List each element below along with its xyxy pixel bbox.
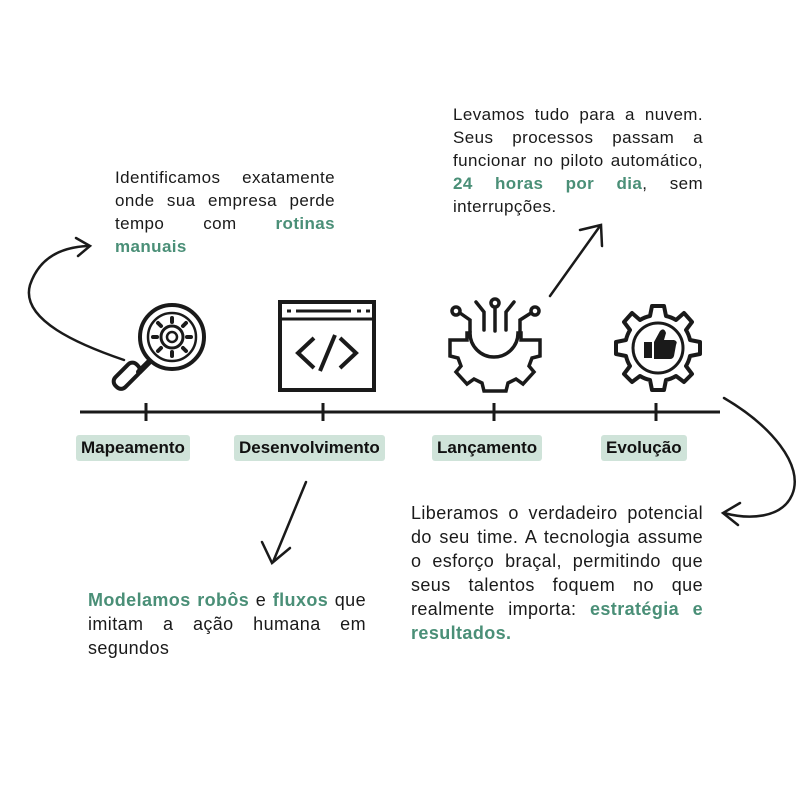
description-mapeamento: Identificamos exatamente onde sua empres… [115, 166, 335, 258]
description-desenvolvimento: Modelamos robôs e fluxos que imitam a aç… [88, 588, 366, 660]
description-desenvolvimento-text: e [249, 590, 273, 610]
description-evolucao-text: Liberamos o verdadeiro potencial do seu … [411, 503, 703, 619]
description-lancamento-text-end: , sem interrupções. [453, 174, 704, 216]
step-label-mapeamento: Mapeamento [76, 435, 190, 461]
magnifier-gear-icon [111, 303, 206, 391]
description-lancamento: Levamos tudo para a nuvem. Seus processo… [453, 103, 703, 218]
description-evolucao-highlight: estratégia e resultados. [411, 599, 703, 643]
description-desenvolvimento-highlight-2: fluxos [272, 590, 329, 610]
arrow-evolucao [720, 396, 796, 527]
description-mapeamento-text: Identificamos exatamente onde sua empres… [115, 168, 335, 233]
description-desenvolvimento-highlight-1: Modelamos robôs [88, 590, 250, 610]
step-label-desenvolvimento: Desenvolvimento [234, 435, 385, 461]
description-mapeamento-highlight: rotinas manuais [115, 214, 335, 256]
code-window-icon [278, 300, 376, 392]
description-desenvolvimento-text-end: que imitam a ação humana em segundos [88, 590, 366, 658]
description-evolucao: Liberamos o verdadeiro potencial do seu … [411, 501, 703, 645]
gear-thumbs-up-icon [614, 304, 702, 392]
gear-circuit-icon [448, 297, 542, 393]
description-lancamento-highlight: 24 horas por dia [453, 174, 643, 193]
description-lancamento-text: Levamos tudo para a nuvem. Seus processo… [453, 105, 703, 170]
arrow-lancamento [548, 223, 604, 298]
arrow-mapeamento [27, 236, 126, 362]
step-label-lancamento: Lançamento [432, 435, 543, 461]
timeline-axis [80, 403, 720, 421]
step-label-evolucao: Evolução [601, 435, 687, 461]
arrow-desenvolvimento [260, 480, 308, 565]
